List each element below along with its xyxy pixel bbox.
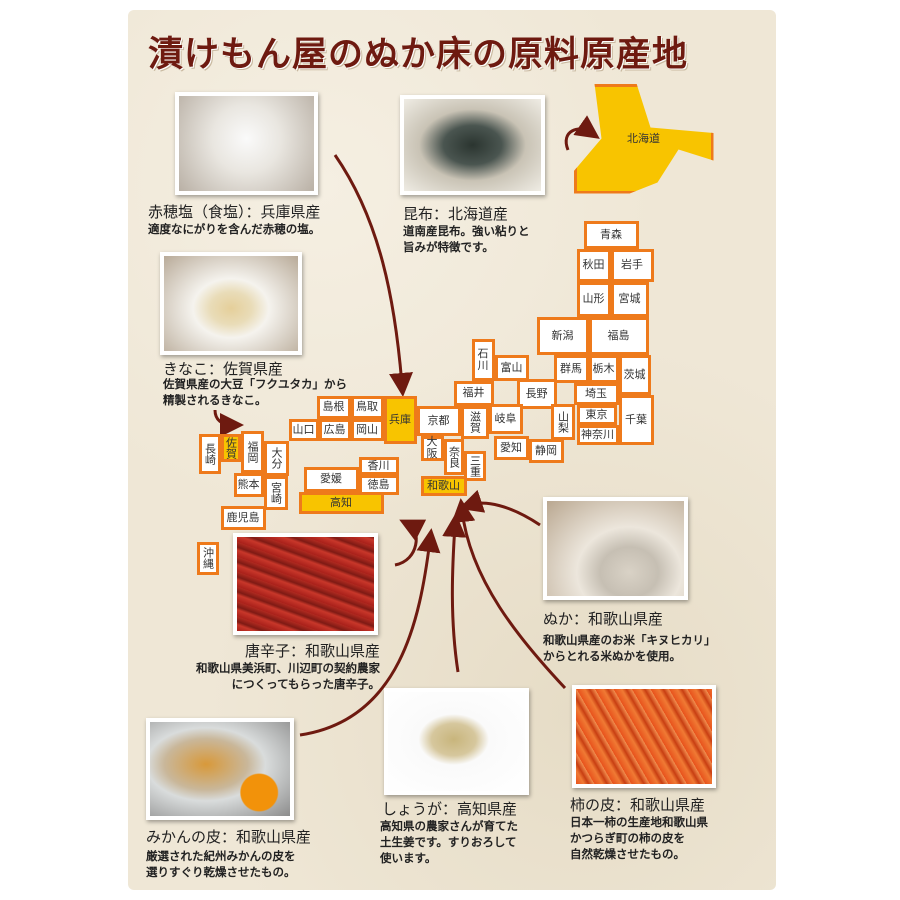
pref-yamagata: 山形 <box>576 281 611 317</box>
mikan-title: みかんの皮：和歌山県産 <box>146 828 312 846</box>
kelp-photo <box>400 95 545 195</box>
arrow-chili <box>394 519 427 567</box>
pref-nagasaki: 長崎 <box>198 433 221 474</box>
pref-kagawa: 香川 <box>358 456 399 475</box>
pref-kumamoto: 熊本 <box>233 472 264 497</box>
kaki-desc-3: 自然乾燥させたもの。 <box>570 847 685 861</box>
kaki-desc-1: 日本一柿の生産地和歌山県 <box>570 815 708 829</box>
arrow-nuka <box>458 489 541 527</box>
pref-miyagi: 宮城 <box>610 281 649 317</box>
pref-osaka: 大阪 <box>420 435 444 461</box>
kelp-desc-2: 旨みが特徴です。 <box>403 240 494 254</box>
arrow-kaki <box>451 498 567 690</box>
pref-fukui: 福井 <box>453 380 494 406</box>
pref-gunma: 群馬 <box>553 354 589 383</box>
salt-photo <box>175 92 318 195</box>
pref-hyogo: 兵庫 <box>383 395 417 444</box>
arrow-ginger <box>442 513 467 673</box>
pref-saitama: 埼玉 <box>573 382 619 405</box>
mikan-desc-1: 厳選された紀州みかんの皮を <box>146 849 296 863</box>
pref-kagoshima: 鹿児島 <box>220 505 266 530</box>
pref-nagano: 長野 <box>516 378 557 409</box>
pref-yamaguchi: 山口 <box>288 418 319 441</box>
nuka-title: ぬか：和歌山県産 <box>543 610 664 628</box>
ginger-title: しょうが：高知県産 <box>382 800 518 818</box>
salt-desc: 適度なにがりを含んだ赤穂の塩。 <box>148 222 321 236</box>
mikan-peel-photo <box>146 718 294 820</box>
pref-hiroshima: 広島 <box>318 418 351 441</box>
pref-chiba: 千葉 <box>618 394 654 445</box>
pref-mie: 三重 <box>463 450 486 481</box>
pref-tochigi: 栃木 <box>588 354 619 383</box>
pref-yamanashi: 山梨 <box>550 403 575 440</box>
ginger-desc-2: 土生姜です。すりおろして <box>380 835 517 849</box>
pref-shizuoka: 静岡 <box>528 438 564 463</box>
pref-gifu: 岐阜 <box>488 403 523 434</box>
pref-kyoto: 京都 <box>416 405 461 436</box>
kaki-title: 柿の皮：和歌山県産 <box>570 796 706 814</box>
nuka-desc-2: からとれる米ぬかを使用。 <box>543 649 681 663</box>
kinako-title: きなこ：佐賀県産 <box>163 360 284 378</box>
pref-niigata: 新潟 <box>536 316 589 355</box>
arrow-kinako <box>213 409 244 437</box>
salt-title: 赤穂塩（食塩）：兵庫県産 <box>148 203 321 221</box>
kaki-desc-2: かつらぎ町の柿の皮を <box>570 831 685 845</box>
nuka-desc-1: 和歌山県産のお米「キヌヒカリ」 <box>543 633 716 647</box>
ginger-desc-1: 高知県の農家さんが育てた <box>380 819 518 833</box>
pref-ehime: 愛媛 <box>303 466 359 492</box>
kinako-desc-1: 佐賀県産の大豆「フクユタカ」から <box>163 377 347 391</box>
nuka-photo <box>543 497 688 600</box>
pref-tottori: 鳥取 <box>350 395 384 419</box>
pref-tokyo: 東京 <box>576 404 617 425</box>
pref-miyazaki: 宮崎 <box>263 475 288 510</box>
pref-fukushima: 福島 <box>588 316 649 355</box>
kinako-desc-2: 精製されるきなこ。 <box>163 393 267 407</box>
pref-kanagawa: 神奈川 <box>576 424 619 445</box>
chili-desc-1: 和歌山県美浜町、川辺町の契約農家 <box>196 661 380 675</box>
page-title: 漬けもん屋のぬか床の原料原産地 <box>148 35 689 75</box>
pref-ishikawa: 石川 <box>471 338 495 381</box>
pref-iwate: 岩手 <box>610 248 654 282</box>
mikan-desc-2: 選りすぐり乾燥させたもの。 <box>146 865 296 879</box>
pref-fukuoka: 福岡 <box>240 430 264 473</box>
chili-photo <box>233 533 378 635</box>
arrow-mikan <box>299 528 441 737</box>
pref-kochi: 高知 <box>298 491 384 514</box>
kelp-desc-1: 道南産昆布。強い粘りと <box>403 224 530 238</box>
kaki-peel-photo <box>572 685 716 788</box>
arrow-kelp <box>564 115 600 151</box>
pref-shiga: 滋賀 <box>460 405 489 439</box>
pref-wakayama: 和歌山 <box>420 475 467 496</box>
pref-aomori: 青森 <box>583 220 639 249</box>
pref-akita: 秋田 <box>576 248 611 282</box>
kelp-title: 昆布：北海道産 <box>403 205 509 223</box>
chili-title: 唐辛子：和歌山県産 <box>244 642 380 660</box>
pref-aichi: 愛知 <box>493 435 529 460</box>
kinako-photo <box>160 252 302 355</box>
pref-oita: 大分 <box>263 440 289 476</box>
pref-shimane: 島根 <box>316 395 351 419</box>
ginger-photo <box>384 688 529 795</box>
pref-nara: 奈良 <box>443 438 464 475</box>
ginger-desc-3: 使います。 <box>380 851 437 865</box>
chili-desc-2: につくってもらった唐辛子。 <box>231 677 380 691</box>
pref-okinawa: 沖縄 <box>196 541 219 575</box>
pref-saga: 佐賀 <box>220 433 241 462</box>
arrow-salt <box>333 154 413 397</box>
pref-toyama: 富山 <box>494 354 529 381</box>
pref-okayama: 岡山 <box>350 418 384 441</box>
pref-ibaraki: 茨城 <box>618 354 651 395</box>
